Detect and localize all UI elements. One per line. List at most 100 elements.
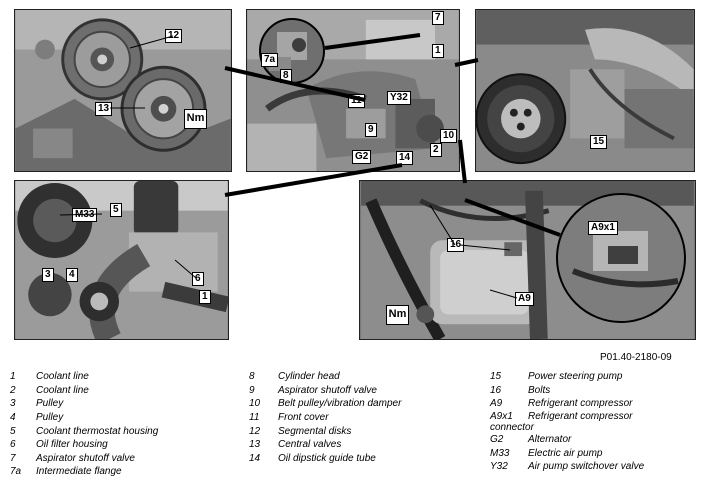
legend-item-number: A9x1: [490, 410, 513, 422]
legend-item-text: Cylinder head: [278, 371, 340, 382]
legend-item: 1 Coolant line: [10, 370, 158, 384]
legend-item-label: Aspirator shutoff valve: [36, 452, 135, 464]
legend-item-number: A9: [490, 398, 503, 410]
legend-item-text: Segmental disks: [278, 426, 351, 437]
legend-item: 11 Front cover: [249, 411, 401, 425]
legend-item-text: Oil filter housing: [36, 439, 108, 450]
legend-item-text: Front cover: [278, 412, 329, 423]
legend-item: 16 Bolts: [490, 384, 698, 398]
legend-item-label: Oil filter housing: [36, 439, 108, 451]
legend-item-number: 16: [490, 384, 502, 396]
legend-item-number: 5: [10, 425, 16, 437]
legend-item-text: Aspirator shutoff valve: [278, 385, 377, 396]
callout-15: 15: [590, 135, 608, 149]
legend-item-label: Aspirator shutoff valve: [278, 384, 377, 396]
legend-item: G2 Alternator: [490, 433, 698, 447]
legend-item-label: Oil dipstick guide tube: [278, 452, 376, 464]
callout-a9: A9: [515, 292, 534, 306]
legend-item: 8 Cylinder head: [249, 370, 401, 384]
callout-12: 12: [165, 29, 183, 43]
legend-item-label: Coolant thermostat housing: [36, 425, 159, 437]
legend-item-label: Bolts: [528, 384, 551, 396]
callout-7: 7: [432, 11, 444, 25]
legend-item-label: Pulley: [36, 398, 64, 410]
legend-item-text: Oil dipstick guide tube: [278, 453, 376, 464]
legend-item-label: Coolant line: [36, 371, 89, 383]
callout-y32: Y32: [387, 91, 411, 105]
legend-item-label: Refrigerant compressor: [528, 410, 633, 422]
legend-item-number: 15: [490, 371, 502, 383]
callout-1-top: 1: [432, 44, 444, 58]
legend-item-number: 4: [10, 412, 16, 424]
callout-14: 14: [396, 151, 414, 165]
legend-item-label-continued: connector: [490, 421, 534, 433]
legend-item-number: 1: [10, 371, 16, 383]
legend-item: 15 Power steering pump: [490, 370, 698, 384]
legend-item-number: 10: [249, 398, 261, 410]
callout-7a: 7a: [261, 53, 279, 67]
legend-item-text: Belt pulley/vibration damper: [278, 398, 401, 409]
legend-item-number: Y32: [490, 461, 508, 473]
legend-item-text: Central valves: [278, 439, 341, 450]
callout-g2: G2: [352, 150, 372, 164]
legend-item-number: 8: [249, 371, 255, 383]
legend-item-number: 11: [249, 412, 260, 424]
legend-item-number: 9: [249, 384, 255, 396]
callout-a9x1: A9x1: [588, 221, 618, 235]
callout-16: 16: [447, 238, 465, 252]
legend-item-number: M33: [490, 447, 510, 459]
legend-item-label: Refrigerant compressor: [528, 398, 633, 410]
legend-item-text: Power steering pump: [528, 371, 623, 382]
callout-8: 8: [280, 69, 292, 83]
legend-item-text: Refrigerant compressor: [528, 398, 632, 409]
legend-item-label: Belt pulley/vibration damper: [278, 398, 402, 410]
callout-9: 9: [365, 123, 377, 137]
detail-magnifier-a9x1: [556, 193, 686, 323]
legend-item-text: Bolts: [528, 385, 550, 396]
legend-item-text: Air pump switchover valve: [528, 461, 644, 472]
legend-item-label: Central valves: [278, 439, 342, 451]
legend-item-label: Electric air pump: [528, 447, 603, 459]
legend-item: 9 Aspirator shutoff valve: [249, 384, 401, 398]
legend-item-label: Intermediate flange: [36, 466, 122, 478]
legend-item-text: Coolant thermostat housing: [36, 426, 158, 437]
photo-panel-camshaft-adjusters: [14, 9, 232, 172]
callout-6: 6: [192, 272, 204, 286]
legend-item: 10 Belt pulley/vibration damper: [249, 397, 401, 411]
legend-item-label: Segmental disks: [278, 425, 352, 437]
legend-item-text: Electric air pump: [528, 448, 602, 459]
legend-item-number: G2: [490, 434, 504, 446]
callout-4: 4: [66, 268, 78, 282]
legend-item: 14 Oil dipstick guide tube: [249, 452, 401, 466]
legend-item-label: Cylinder head: [278, 371, 340, 383]
legend-item-number: 2: [10, 384, 16, 396]
legend-item: M33 Electric air pump: [490, 446, 698, 460]
legend-item: 6 Oil filter housing: [10, 438, 158, 452]
legend-item-number: 7: [10, 452, 16, 464]
legend-item-label: Air pump switchover valve: [528, 461, 645, 473]
callout-m33: M33: [72, 208, 98, 222]
connector-bottom-right: [458, 139, 467, 184]
power-steering-pump-illustration: [476, 10, 694, 171]
legend-item: 7 Aspirator shutoff valve: [10, 452, 158, 466]
callout-1-bottom: 1: [199, 290, 211, 304]
legend-item-text: Alternator: [528, 434, 571, 445]
legend-item-number: 6: [10, 439, 16, 451]
callout-10: 10: [440, 129, 458, 143]
legend-item-text: Coolant line: [36, 371, 89, 382]
torque-nm-symbol-top: Nm: [184, 109, 207, 129]
legend-item-number: 14: [249, 452, 261, 464]
torque-nm-symbol-bottom: Nm: [386, 305, 409, 325]
callout-5: 5: [110, 203, 122, 217]
legend-item-text: Intermediate flange: [36, 466, 122, 477]
legend-item: 2 Coolant line: [10, 384, 158, 398]
legend-item-label: Coolant line: [36, 384, 89, 396]
